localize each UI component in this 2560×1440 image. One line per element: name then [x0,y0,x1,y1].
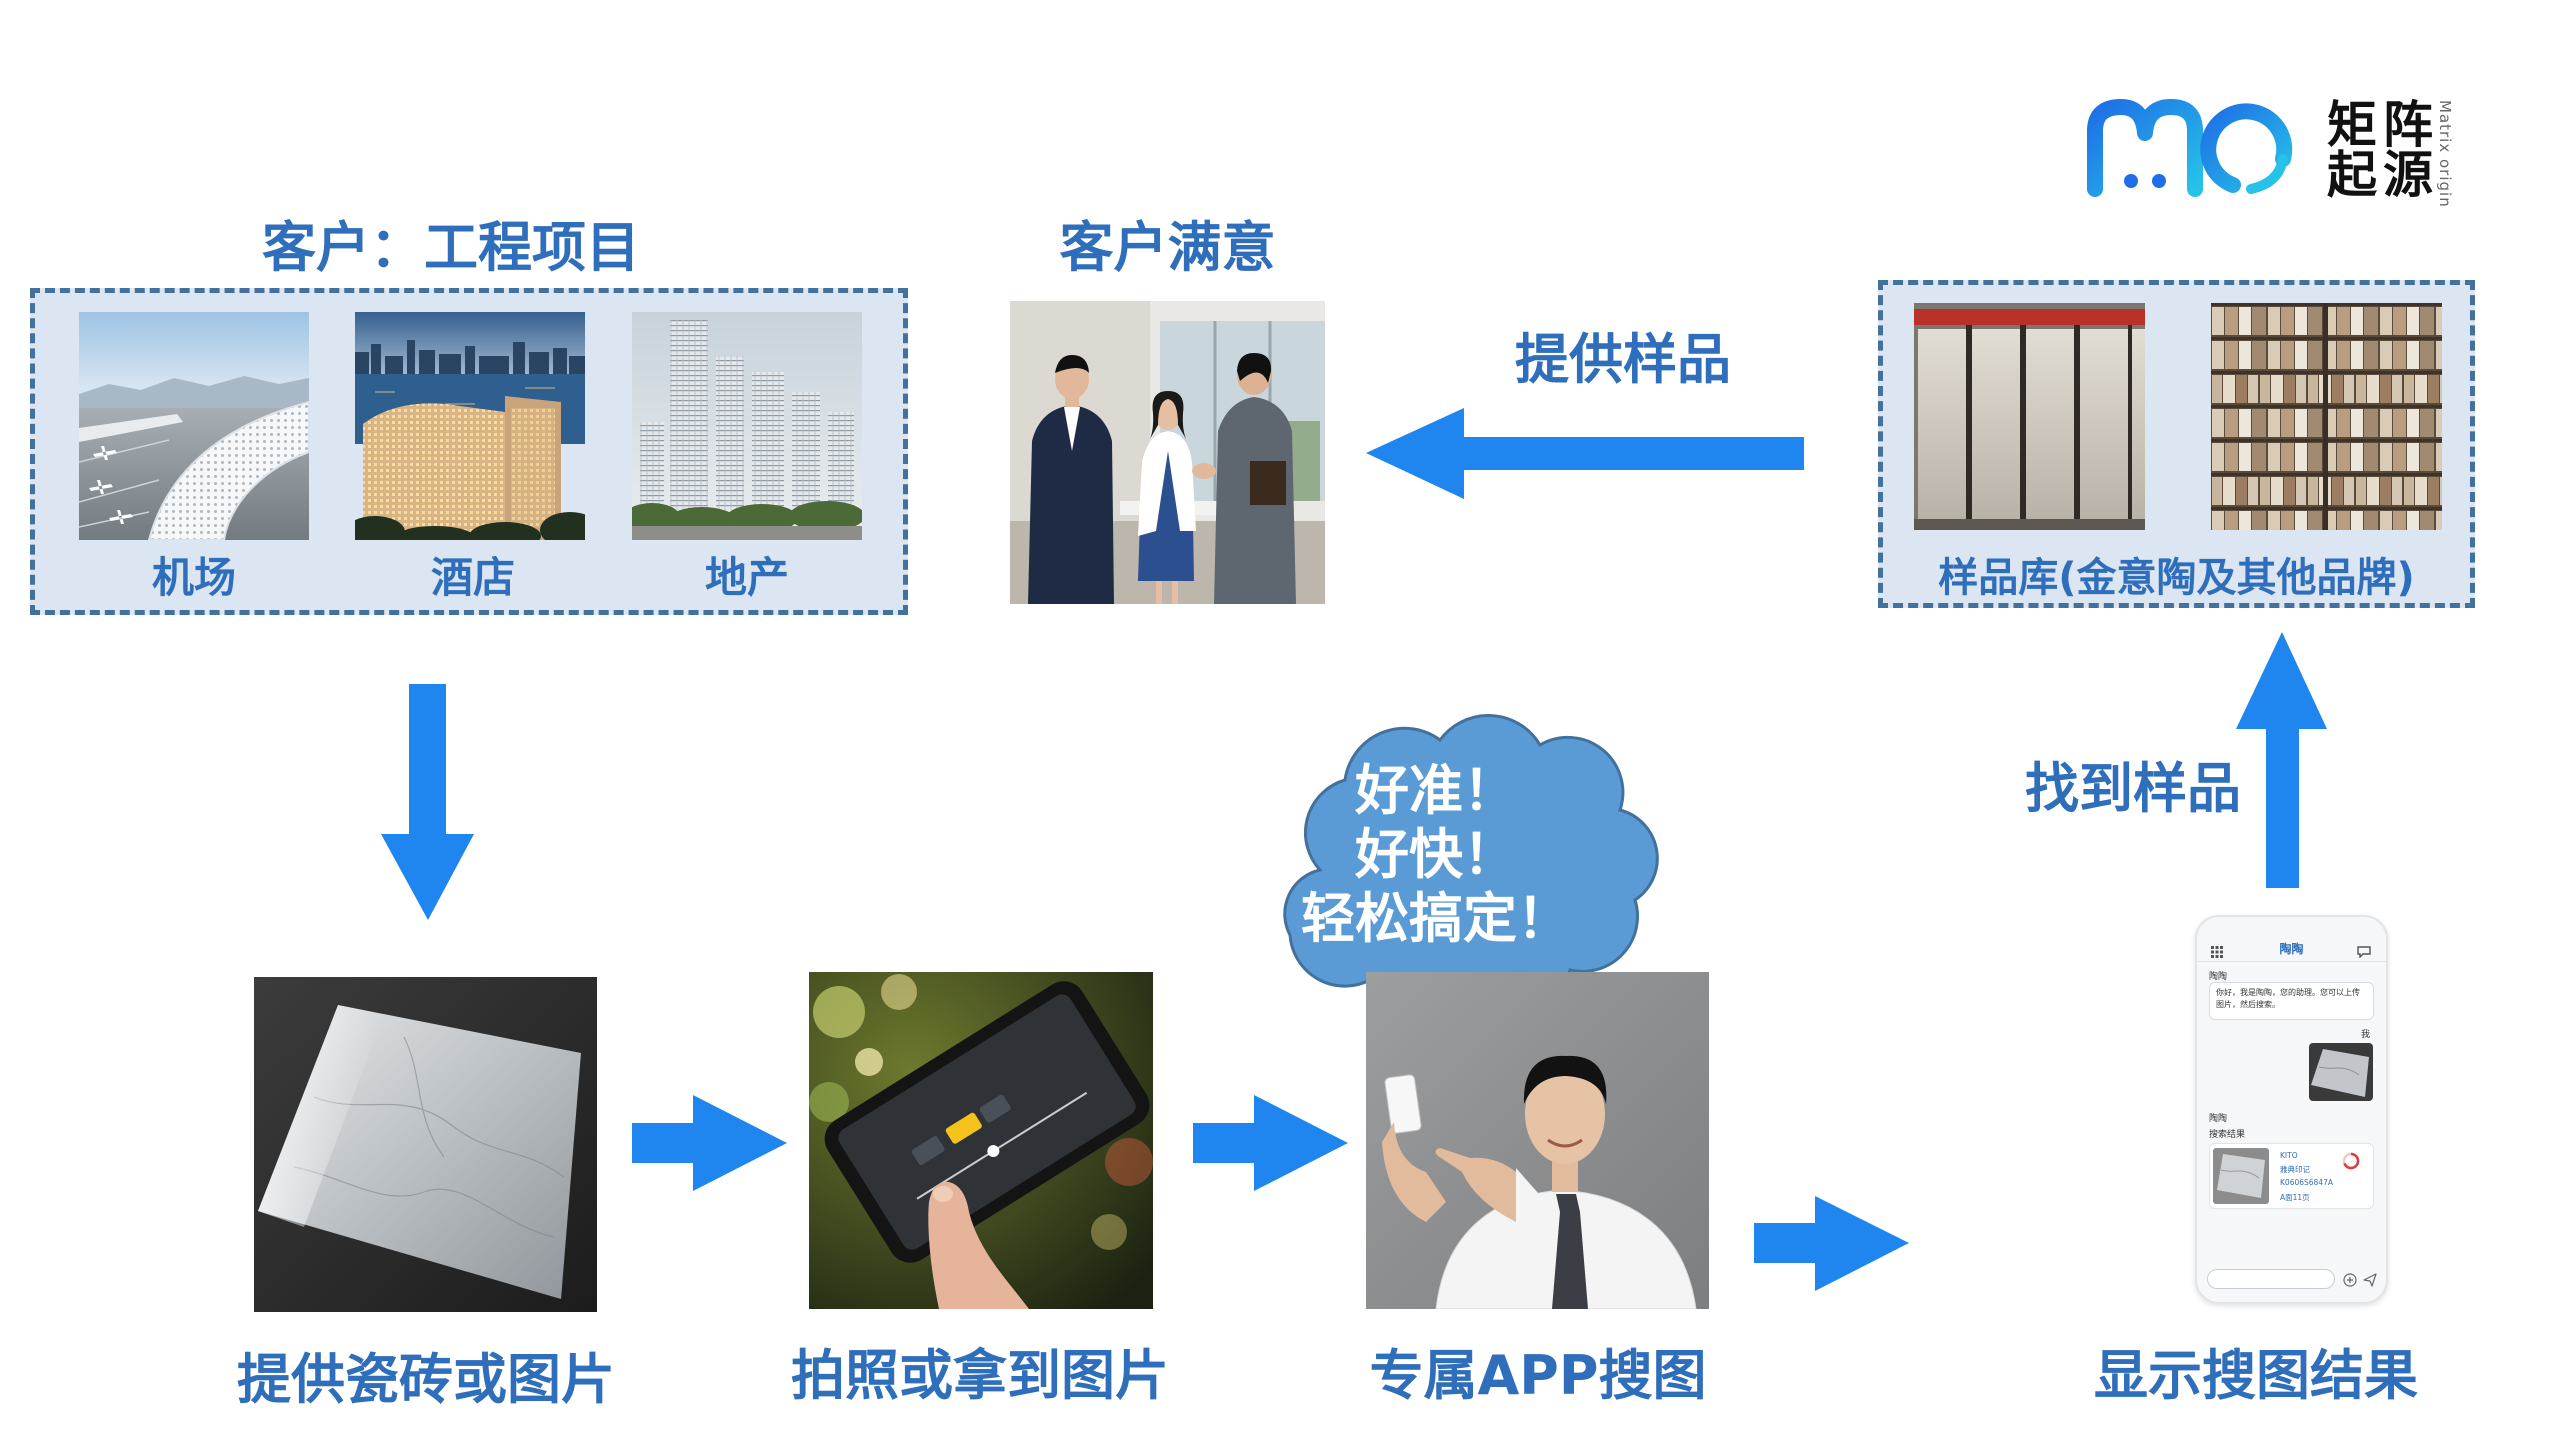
hand-holding-phone [1382,1074,1446,1222]
step-label-app-search: 专属APP搜图 [1369,1344,1707,1407]
handshake-photo [1010,301,1325,604]
step-label-show-results: 显示搜图结果 [2094,1344,2418,1407]
arrow-left-provide-samples [1366,408,1804,499]
finger [928,1181,1029,1309]
trees [632,501,862,533]
client-title: 客户：工程项目 [262,216,640,279]
app-search-result-screen: 陶陶 陶陶 你好，我是陶陶，您的助理。您可以上传图片，然后搜索。 我 陶陶 搜索… [2195,915,2388,1304]
step-label-provide-tile: 提供瓷砖或图片 [237,1348,615,1411]
tile-shelves-photo [2211,303,2442,530]
smartphone [824,981,1150,1263]
arrow-up-find-samples [2236,632,2327,888]
sample-library-label: 样品库(金意陶及其他品牌) [1938,555,2415,601]
tie [1552,1194,1588,1309]
grid-icon[interactable] [2211,943,2223,958]
pointing-hand [1435,1148,1546,1222]
company-logo [2083,97,2297,198]
cloud-text: 好准！ 好快！ 轻松搞定！ [1236,759,1636,951]
arrow-right-step3 [1754,1196,1909,1291]
marble-veins [293,1036,565,1238]
app-title: 陶陶 [2279,942,2304,956]
chat-icon[interactable] [2357,943,2371,959]
residential-towers [640,320,854,510]
provide-samples-label: 提供样品 [1515,328,1731,391]
header-divider [2197,961,2386,962]
tile-panels [1918,329,2145,519]
airport-photo [79,312,309,540]
person-center-woman [1138,391,1196,604]
arrow-right-step2 [1193,1095,1348,1191]
message-input[interactable] [2207,1269,2335,1289]
tile-sample-photo [254,977,597,1312]
result-heading: 搜索结果 [2209,1130,2246,1140]
person-left-man [1028,355,1114,604]
aircraft [89,446,133,524]
hotel-photo [355,312,585,540]
result-sender-label: 陶陶 [2209,1114,2228,1124]
mo-logo-mark [2087,99,2293,197]
result-page: A面11页 [2280,1193,2310,1202]
bokeh-lights [809,974,1153,1250]
hair [1523,1055,1607,1104]
showroom-floor [1914,519,2145,530]
greeting-text: 你好，我是陶陶，您的助理。您可以上传图片，然后搜索。 [2216,988,2360,1009]
cloud-line-accurate: 好准！ [1355,759,1517,822]
send-icon[interactable] [2363,1272,2377,1287]
water-reflections [375,387,555,405]
satisfaction-title: 客户满意 [1059,216,1276,279]
result-card[interactable]: KITO 雅典印记 K0606S6847A A面11页 [2209,1143,2374,1209]
hotel-label: 酒店 [430,553,515,602]
result-brand: KITO [2280,1151,2298,1160]
man [1435,1055,1697,1309]
real-estate-label: 地产 [704,553,789,602]
find-samples-label: 找到样品 [2025,757,2241,820]
result-name: 雅典印记 [2280,1165,2310,1174]
foreground-trees [355,512,585,540]
terminal-roof [147,400,309,540]
logo-text-line2: 起源 [2327,146,2439,204]
bot-name-label: 陶陶 [2209,972,2228,982]
phone-in-hand [1384,1074,1422,1134]
person-right-man [1214,353,1296,604]
brand-banner [1914,309,2145,325]
airport-label: 机场 [151,553,236,602]
road [632,526,862,540]
result-thumbnail [2213,1148,2269,1204]
phone-camera-photo [809,972,1153,1309]
arrow-down-client-to-tile [381,684,474,920]
step-label-take-photo: 拍照或拿到图片 [791,1344,1169,1407]
cloud-line-easy: 轻松搞定！ [1301,887,1571,950]
match-ring-icon [2342,1152,2360,1170]
city-skyline [355,340,585,377]
folder [1250,461,1286,505]
logo-tagline: Matrix origin [2436,100,2454,208]
speech-cloud [1283,714,1659,1018]
distant-hills [79,376,309,412]
panel-separators [1966,325,2132,530]
logo-text-line1: 矩阵 [2327,96,2439,154]
tile-display-wall-photo [1914,303,2145,530]
hotel-building [363,396,561,540]
smile [1547,1138,1583,1148]
plus-icon[interactable] [2343,1272,2357,1287]
uploaded-image-thumbnail[interactable] [2309,1043,2373,1101]
cloud-line-fast: 好快！ [1355,823,1517,886]
greeting-bubble: 你好，我是陶陶，您的助理。您可以上传图片，然后搜索。 [2209,982,2374,1020]
man-using-app-photo [1366,972,1709,1309]
real-estate-photo [632,312,862,540]
pier-left [79,414,183,442]
result-code: K0606S6847A [2280,1178,2333,1187]
face [1525,1064,1605,1164]
user-name-label: 我 [2361,1030,2371,1040]
handshake [1192,463,1216,479]
arrow-right-step1 [632,1095,787,1191]
marble-tile [258,1005,581,1299]
shelf-post [2323,303,2328,530]
